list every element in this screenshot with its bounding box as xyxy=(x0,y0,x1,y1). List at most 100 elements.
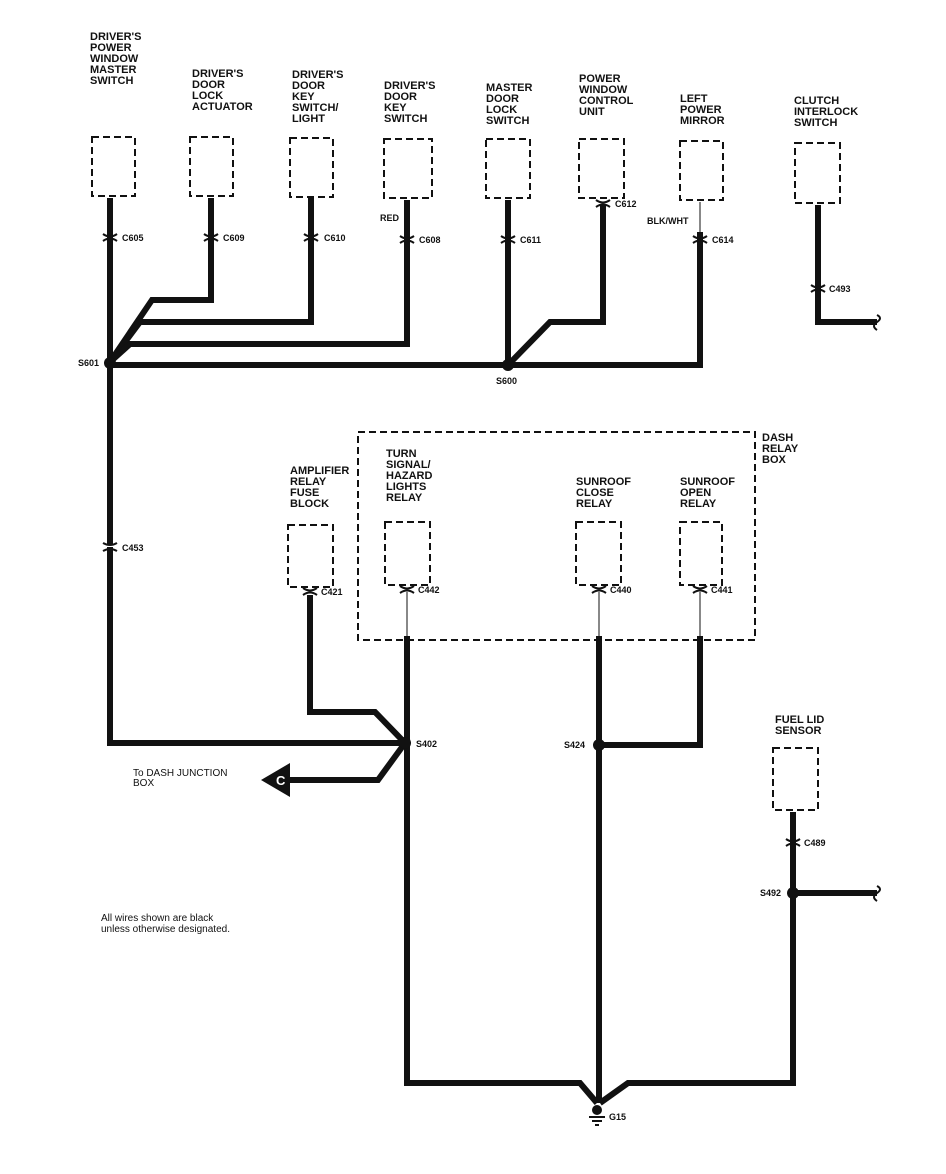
connector-icon xyxy=(595,199,611,208)
connector-icon xyxy=(399,585,415,594)
connector-icon xyxy=(692,585,708,594)
connector-label: C489 xyxy=(804,838,826,848)
connector-icon xyxy=(500,235,516,244)
connector-icon xyxy=(810,284,826,293)
connector-label: C614 xyxy=(712,235,734,245)
connector-c453-label: C453 xyxy=(122,543,144,553)
connector-icon xyxy=(591,585,607,594)
component-box[interactable] xyxy=(289,137,334,198)
splice-s492-label: S492 xyxy=(760,888,781,898)
connector-icon xyxy=(303,233,319,242)
splice-s402 xyxy=(399,737,411,749)
wire-color-note: All wires shown are black unless otherwi… xyxy=(101,913,230,935)
connector-icon xyxy=(302,587,318,596)
wires xyxy=(107,198,881,1106)
component-box[interactable] xyxy=(794,142,841,204)
component-box[interactable] xyxy=(679,521,723,586)
wire-c441 xyxy=(599,636,703,748)
wire-c614 xyxy=(508,232,703,368)
splice-s601 xyxy=(104,357,116,369)
component-box[interactable] xyxy=(383,138,433,199)
wire-c610 xyxy=(107,198,314,364)
wire-to-junction xyxy=(285,741,408,783)
component-box[interactable] xyxy=(578,138,625,199)
wire-color-label: BLK/WHT xyxy=(647,216,689,226)
wire-c608 xyxy=(107,200,410,365)
splice-s492 xyxy=(787,887,799,899)
junction-letter: C xyxy=(276,773,286,788)
component-box[interactable] xyxy=(772,747,819,811)
connector-label: C421 xyxy=(321,587,343,597)
component-box[interactable] xyxy=(189,136,234,197)
component-box[interactable] xyxy=(575,521,622,586)
wire-c605 xyxy=(107,198,405,746)
splice-s600-label: S600 xyxy=(496,376,517,386)
connector-label: C609 xyxy=(223,233,245,243)
component-box[interactable] xyxy=(384,521,431,586)
dash-relay-box-outline xyxy=(357,431,756,641)
component-box[interactable] xyxy=(91,136,136,197)
connector-label: C612 xyxy=(615,199,637,209)
splice-s402-label: S402 xyxy=(416,739,437,749)
splice-s601-label: S601 xyxy=(78,358,99,368)
wire-color-label: RED xyxy=(380,213,400,223)
connector-icon xyxy=(102,233,118,242)
wire-c489 xyxy=(598,812,796,1106)
ground-icon xyxy=(589,1105,605,1126)
connector-icon xyxy=(785,838,801,847)
component-box[interactable] xyxy=(679,140,724,201)
connector-label: C610 xyxy=(324,233,346,243)
connector-label: C440 xyxy=(610,585,632,595)
splice-s424 xyxy=(593,739,605,751)
splice-s424-label: S424 xyxy=(564,740,585,750)
ground-g15-label: G15 xyxy=(609,1112,626,1122)
connector-label: C611 xyxy=(520,235,541,245)
connector-label: C608 xyxy=(419,235,441,245)
connector-label: C441 xyxy=(711,585,733,595)
connector-icon xyxy=(399,235,415,244)
wire-c421 xyxy=(307,595,408,746)
connector-label: C605 xyxy=(122,233,144,243)
connector-icon xyxy=(692,235,708,244)
component-box[interactable] xyxy=(485,138,531,199)
component-box[interactable] xyxy=(287,524,334,588)
wire-c493 xyxy=(815,205,877,325)
junction-label: To DASH JUNCTION BOX xyxy=(133,768,230,789)
connector-label: C493 xyxy=(829,284,851,294)
wire-c612 xyxy=(505,205,606,368)
dash-junction-box-arrow[interactable]: C xyxy=(261,763,290,797)
connector-icon xyxy=(203,233,219,242)
dash-relay-box-label: DASH RELAY BOX xyxy=(762,432,801,466)
connector-label: C442 xyxy=(418,585,440,595)
splice-s600 xyxy=(502,359,514,371)
wire-s402-g15 xyxy=(404,636,600,1105)
